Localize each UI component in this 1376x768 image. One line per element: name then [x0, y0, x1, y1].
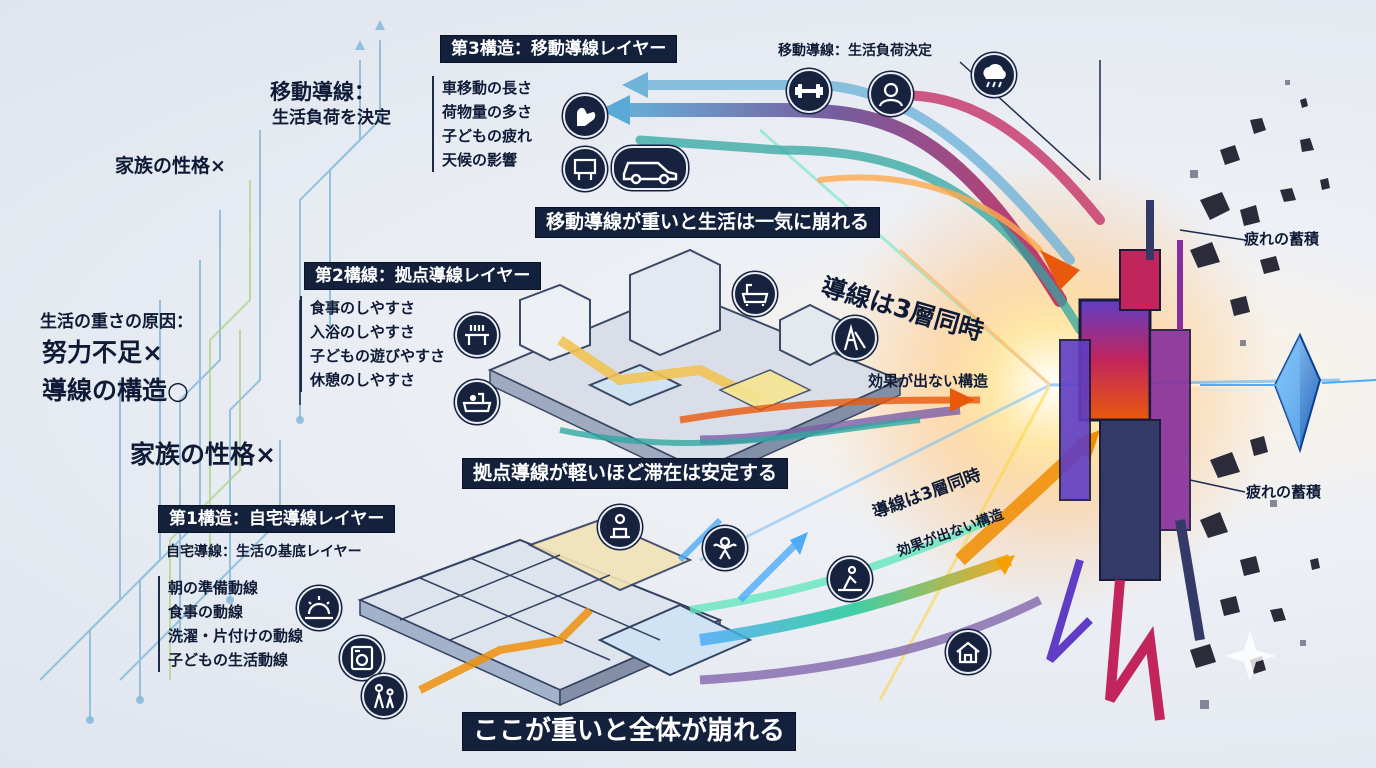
- layer3-subtitle: 移動導線：生活負荷決定: [778, 43, 932, 59]
- layer3-header: 第3構造：移動導線レイヤー: [440, 35, 678, 64]
- layer3-side-title-line2: 生活負荷を決定: [272, 108, 391, 128]
- rain-cloud-icon: [972, 53, 1016, 97]
- layer3-item: 子どもの疲れ: [442, 127, 533, 145]
- layer1-item: 朝の準備動線: [168, 579, 259, 597]
- laundry-icon: [340, 636, 384, 680]
- cause-title: 生活の重さの原因：: [40, 312, 193, 332]
- layer2-item: 休憩のしやすさ: [310, 371, 415, 389]
- worker-icon: [598, 505, 642, 549]
- sign-icon: [563, 147, 607, 191]
- sunrise-icon: [297, 586, 341, 630]
- layer2-item: 食事のしやすさ: [310, 299, 415, 317]
- house-icon: [946, 630, 990, 674]
- effort-lacking: 努力不足×: [42, 338, 163, 367]
- layer1-header: 第1構造：自宅導線レイヤー: [158, 505, 396, 534]
- fatigue-accumulation-2: 疲れの蓄積: [1246, 483, 1322, 501]
- playground-icon: [833, 316, 877, 360]
- no-effect-structure: 効果が出ない構造: [868, 372, 989, 390]
- bath-icon: [455, 380, 499, 424]
- layer3-side-title-line1: 移動導線：: [270, 80, 375, 104]
- layer1-item: 食事の動線: [168, 603, 244, 621]
- family-character-small: 家族の性格×: [115, 155, 226, 177]
- layer3-item: 荷物量の多さ: [442, 103, 533, 121]
- person-icon: [869, 72, 913, 116]
- layer1-item: 洗濯・片付けの動線: [168, 627, 304, 645]
- family-character-large: 家族の性格×: [130, 440, 276, 469]
- car-icon: [612, 146, 688, 190]
- layer3-item-list: 車移動の長さ 荷物量の多さ 子どもの疲れ 天候の影響: [432, 76, 532, 172]
- flexed-arm-icon: [563, 94, 607, 138]
- layer2-item: 子どもの遊びやすさ: [310, 347, 446, 365]
- layer2-header: 第2構線：拠点導線レイヤー: [304, 262, 542, 291]
- play-icon: [828, 557, 872, 601]
- bathtub-icon: [733, 272, 777, 316]
- layer2-item: 入浴のしやすさ: [310, 323, 415, 341]
- layer1-item: 子どもの生活動線: [168, 651, 289, 669]
- layer3-item: 天候の影響: [442, 151, 518, 169]
- family-icon: [362, 674, 406, 718]
- layer3-item: 車移動の長さ: [442, 79, 533, 97]
- layer1-banner: ここが重いと全体が崩れる: [462, 712, 797, 752]
- layer2-banner: 拠点導線が軽いほど滞在は安定する: [462, 458, 789, 489]
- route-structure: 導線の構造○: [42, 376, 189, 405]
- layer2-item-list: 食事のしやすさ 入浴のしやすさ 子どもの遊びやすさ 休憩のしやすさ: [300, 296, 445, 392]
- strong-man-icon: [703, 526, 747, 570]
- layer3-banner: 移動導線が重いと生活は一気に崩れる: [535, 207, 881, 238]
- dumbbell-icon: [787, 69, 831, 113]
- layer1-item-list: 朝の準備動線 食事の動線 洗濯・片付けの動線 子どもの生活動線: [158, 576, 303, 672]
- dining-icon: [455, 313, 499, 357]
- fatigue-accumulation-1: 疲れの蓄積: [1244, 230, 1320, 248]
- layer1-subtitle: 自宅導線：生活の基底レイヤー: [166, 544, 362, 560]
